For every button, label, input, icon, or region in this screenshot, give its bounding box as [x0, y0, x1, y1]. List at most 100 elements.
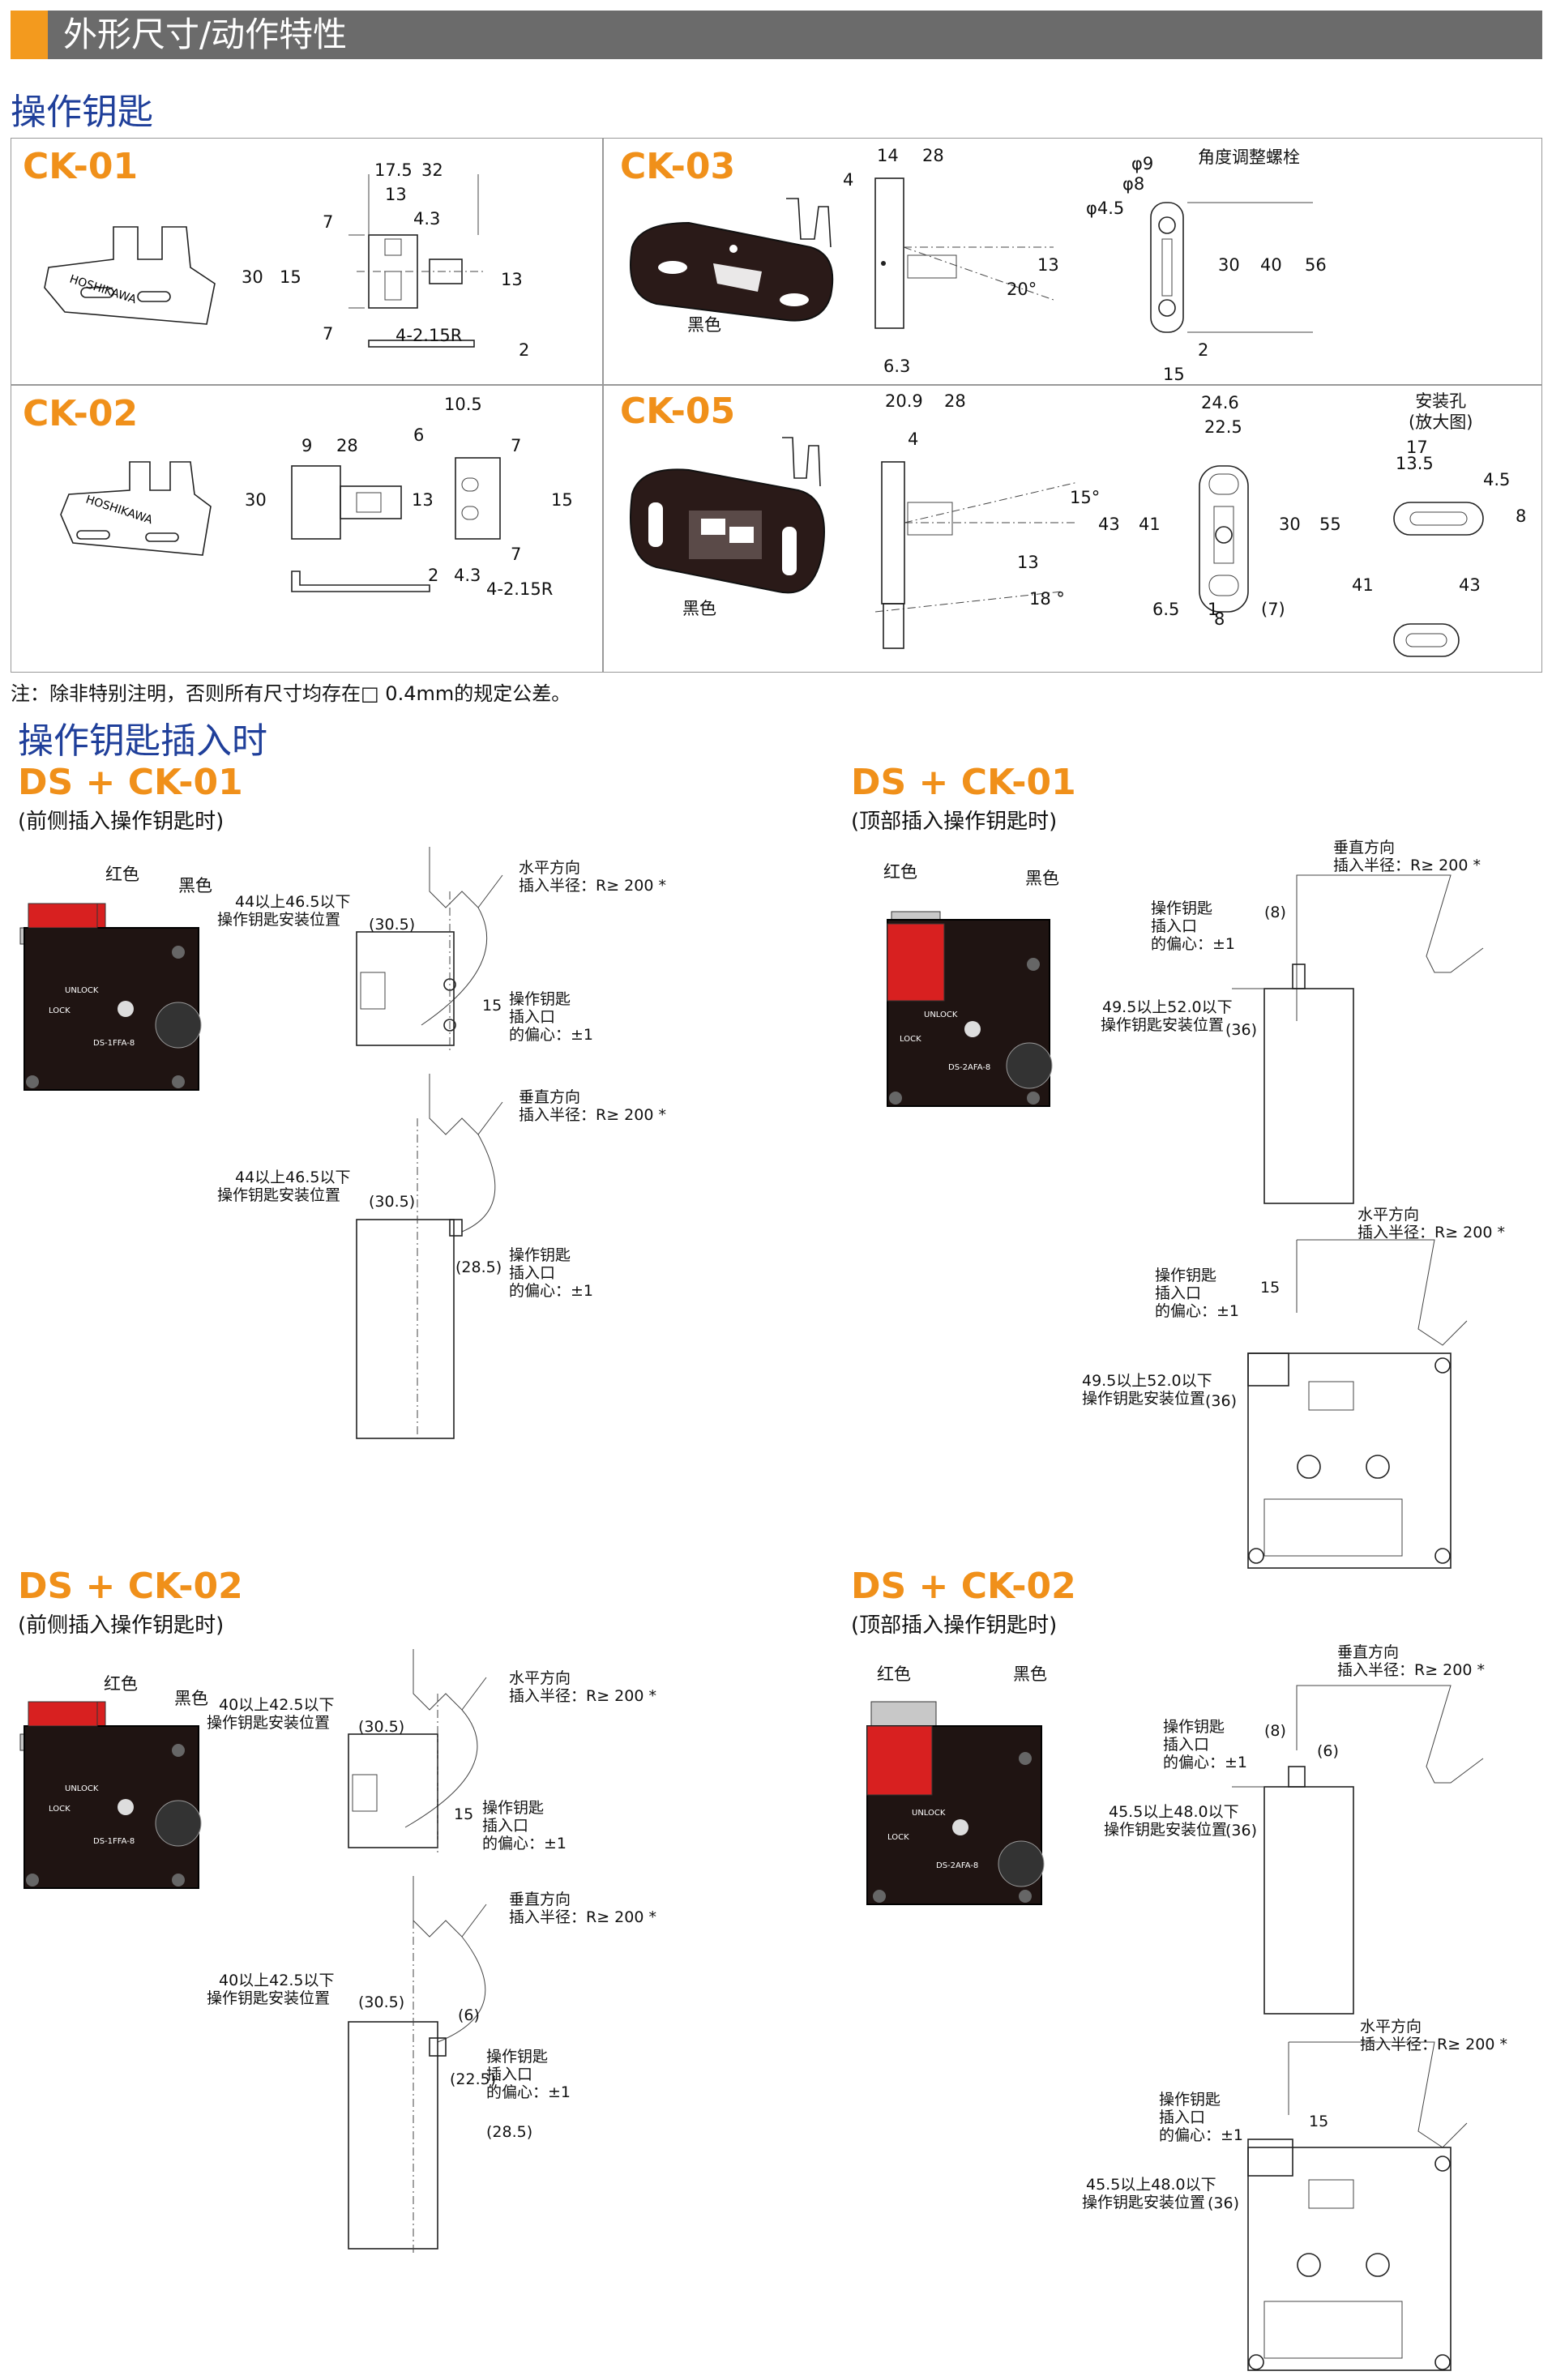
- ds-ck01-front-pos1-b: 44以上46.5以下: [235, 1169, 351, 1186]
- ds-ck01-top-ecc1: 操作钥匙: [1151, 899, 1213, 917]
- ck02-dim-3: 9: [301, 436, 313, 455]
- ck05-dim-11: 30: [1279, 515, 1301, 534]
- ds-ck02-front-pos2: 操作钥匙安装位置: [207, 1714, 331, 1732]
- ck05-key-illustration: [630, 437, 825, 594]
- ck01-key-illustration: HOSHIKAWA: [44, 226, 216, 325]
- ds-ck02-front-lock-text: LOCK: [49, 1805, 71, 1814]
- ck02-dim-8: 15: [551, 490, 573, 510]
- ds-ck02-top-horizontal-drawing: [1247, 2041, 1468, 2371]
- section-title-insertion: 操作钥匙插入时: [18, 720, 267, 762]
- ck05-dim-7: 24.6: [1201, 393, 1239, 412]
- ck05-dim-6: 18 °: [1029, 589, 1065, 609]
- ck02-dim-1: 10.5: [444, 395, 482, 414]
- ds-ck02-top-ecc2: 插入口: [1163, 1736, 1210, 1754]
- ck05-dim-17: 17: [1406, 438, 1428, 457]
- ds-ck01-top-ecc2: 插入口: [1151, 917, 1198, 935]
- ds-ck01-top-red-label: 红色: [883, 862, 917, 882]
- ds-ck02-front-unlock-text: UNLOCK: [65, 1784, 99, 1793]
- ds-ck01-front-lock-text: LOCK: [49, 1006, 71, 1015]
- ds-ck02-front-ecc2: 插入口: [482, 1817, 529, 1835]
- ck05-mount-label: 安装孔 (放大图): [1409, 391, 1473, 432]
- ck03-dim-3: 4: [843, 170, 854, 190]
- ds-ck01-front-vert-label: 垂直方向: [519, 1088, 581, 1106]
- ds-ck01-front-red-label: 红色: [105, 865, 139, 884]
- ds-ck02-front-red-label: 红色: [104, 1674, 138, 1694]
- ck02-dim-7: 13: [412, 490, 434, 510]
- ds-ck01-front-radius-label: 插入半径：R≥ 200 *: [519, 877, 666, 895]
- ck03-dim-6: 6.3: [883, 357, 911, 376]
- ck03-dim-1: 14: [877, 146, 899, 165]
- ck03-dim-10: 30: [1218, 255, 1240, 275]
- ds-ck01-front-unlock-text: UNLOCK: [65, 986, 99, 995]
- ck02-dim-11: 4.3: [454, 566, 481, 585]
- ck03-dim-8: φ8: [1122, 174, 1145, 194]
- ck01-dim-5: 7: [323, 212, 334, 232]
- ds-ck02-top-d36-b: (36): [1208, 2194, 1240, 2212]
- ds-ck02-top-horiz-label: 水平方向: [1360, 2018, 1422, 2036]
- ds-ck02-top-ecc1-b: 操作钥匙: [1159, 2091, 1221, 2109]
- ds-ck01-front-horizontal-drawing: [356, 847, 503, 1053]
- tolerance-note: 注：除非特别注明，否则所有尺寸均存在□ 0.4mm的规定公差。: [11, 682, 571, 705]
- ds-ck02-front-horizontal-drawing: [348, 1649, 487, 1856]
- ds-ck02-front-pos1-b: 40以上42.5以下: [219, 1972, 335, 1989]
- ds-ck02-front-ecc3: 的偏心：±1: [482, 1835, 567, 1852]
- ck03-color-label: 黑色: [687, 315, 721, 335]
- keys-divider-horizontal: [11, 384, 1542, 386]
- ck05-dim-14: 1: [1208, 600, 1219, 619]
- ck03-dim-2: 28: [922, 146, 944, 165]
- ck05-title: CK-05: [620, 391, 736, 432]
- ds-ck01-top-d8: (8): [1264, 904, 1286, 921]
- ck05-dim-4: 15°: [1070, 488, 1101, 507]
- ds-ck02-top-red-label: 红色: [877, 1664, 911, 1684]
- ck01-dim-10: 4-2.15R: [395, 326, 463, 345]
- ds-ck02-top-radius-label-2: 插入半径：R≥ 200 *: [1360, 2036, 1507, 2053]
- keys-divider-vertical: [602, 138, 604, 673]
- ds-ck02-front-d305-b: (30.5): [358, 1993, 405, 2011]
- ds-ck01-top-radius-label-2: 插入半径：R≥ 200 *: [1357, 1224, 1505, 1241]
- ds-ck01-top-vertical-drawing: [1232, 874, 1484, 1204]
- ck03-side-drawing: [874, 177, 1054, 329]
- ds-ck02-front-pos1: 40以上42.5以下: [219, 1696, 335, 1714]
- ds-ck01-top-pos2: 操作钥匙安装位置: [1101, 1016, 1225, 1034]
- ds-ck02-top-pos2-b: 操作钥匙安装位置: [1082, 2194, 1206, 2211]
- ds-ck01-top-ecc1-b: 操作钥匙: [1155, 1267, 1217, 1284]
- ck05-dim-9: 43: [1098, 515, 1120, 534]
- ds-ck02-top-d6: (6): [1317, 1742, 1339, 1760]
- ds-ck01-front-model-text: DS-1FFA-8: [93, 1039, 135, 1048]
- ds-ck02-top-d8: (8): [1264, 1722, 1286, 1740]
- ds-ck01-front-ecc1: 操作钥匙: [509, 990, 571, 1008]
- ck01-dimension-drawing: [348, 174, 486, 348]
- ck05-dim-22: 43: [1459, 575, 1481, 595]
- ds-ck01-top-horiz-label: 水平方向: [1357, 1206, 1420, 1224]
- ds-ck02-front-ecc2-b: 插入口: [486, 2066, 533, 2083]
- ds-ck01-top-vert-label: 垂直方向: [1333, 839, 1396, 857]
- ck01-dim-2: 32: [421, 160, 443, 180]
- ck05-dim-13: 6.5: [1152, 600, 1180, 619]
- ck03-bolt-label: 角度调整螺栓: [1198, 147, 1300, 167]
- ds-ck01-top-title: DS + CK-01: [851, 762, 1076, 803]
- ds-ck02-front-ecc1-b: 操作钥匙: [486, 2048, 549, 2066]
- ck01-dim-6: 30: [242, 267, 263, 287]
- ds-ck01-front-ecc1-b: 操作钥匙: [509, 1246, 571, 1264]
- ds-ck01-front-d305-b: (30.5): [369, 1193, 416, 1211]
- header-accent: [11, 11, 48, 59]
- ds-ck01-front-ecc3-b: 的偏心：±1: [509, 1282, 594, 1300]
- ds-ck01-front-d15: 15: [482, 997, 502, 1015]
- ck03-front-drawing: [1150, 202, 1313, 333]
- ck05-dim-15: 8: [1214, 609, 1225, 629]
- ds-ck02-top-d36: (36): [1225, 1822, 1258, 1839]
- ds-ck02-top-radius-label: 插入半径：R≥ 200 *: [1337, 1661, 1485, 1679]
- ds-ck02-front-vert-label: 垂直方向: [509, 1891, 571, 1908]
- ck05-dim-16: (7): [1261, 600, 1285, 619]
- ck05-dim-1: 20.9: [885, 391, 923, 411]
- ck05-dim-20: 8: [1516, 506, 1527, 526]
- ck02-dim-6: 30: [245, 490, 267, 510]
- ck02-marking: HOSHIKAWA: [84, 494, 155, 528]
- ds-ck02-front-horiz-label: 水平方向: [509, 1669, 571, 1687]
- ck05-dim-21: 41: [1352, 575, 1374, 595]
- ds-ck01-front-pos2-b: 操作钥匙安装位置: [217, 1186, 341, 1204]
- ds-ck01-front-d305: (30.5): [369, 916, 416, 934]
- ck05-dim-5: 13: [1017, 553, 1039, 572]
- ds-ck01-top-radius-label: 插入半径：R≥ 200 *: [1333, 857, 1481, 874]
- ck05-front-drawing: [1199, 465, 1249, 613]
